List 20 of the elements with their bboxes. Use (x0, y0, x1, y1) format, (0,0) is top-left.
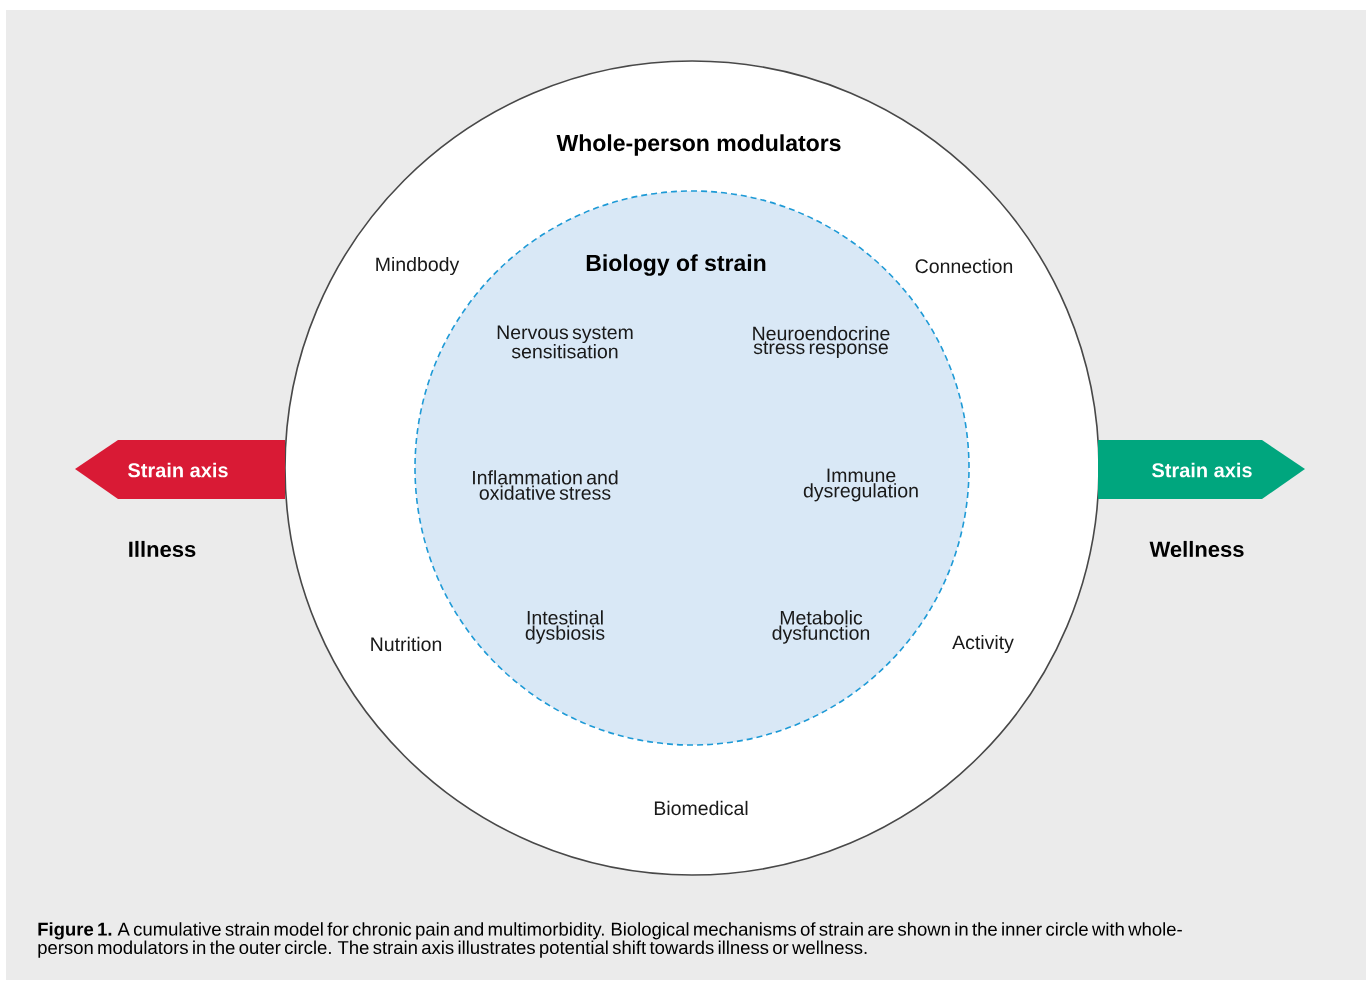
strain-axis-arrow (1098, 440, 1305, 499)
caption: Figure 1. A cumulative strain model for chronic pain and multimorbidity. Biological mechanisms of strain are shown in the inner circle with whole-person modulators in the outer circle. The strain axis illustrates potential shift towards illness or wellness. (38, 922, 1182, 958)
mechanism-label: Intestinal dysbiosis (525, 610, 605, 644)
modulator-label: Nutrition (371, 636, 442, 652)
heading: Whole-person modulators (556, 134, 841, 156)
mechanism-label: Inflammation and oxidative stress (473, 470, 618, 500)
strain-axis-arrow (75, 440, 285, 499)
axis-label: Strain axis (1152, 462, 1252, 478)
modulator-label: Activity (952, 634, 1014, 654)
mechanism-label: Metabolic dysfunction (772, 610, 870, 644)
mechanism-label: Nervous system sensitisation (497, 325, 633, 359)
pole-label: Illness (129, 540, 196, 558)
heading: Biology of strain (586, 254, 766, 276)
pole-label: Wellness (1149, 540, 1244, 558)
mechanism-label: Immune dysregulation (803, 468, 918, 502)
axis-label: Strain axis (128, 462, 228, 478)
modulator-label: Connection (915, 258, 1013, 274)
mechanism-label: Neuroendocrine stress response (753, 326, 890, 358)
modulator-label: Mindbody (376, 256, 460, 276)
modulator-label: Biomedical (654, 800, 748, 816)
